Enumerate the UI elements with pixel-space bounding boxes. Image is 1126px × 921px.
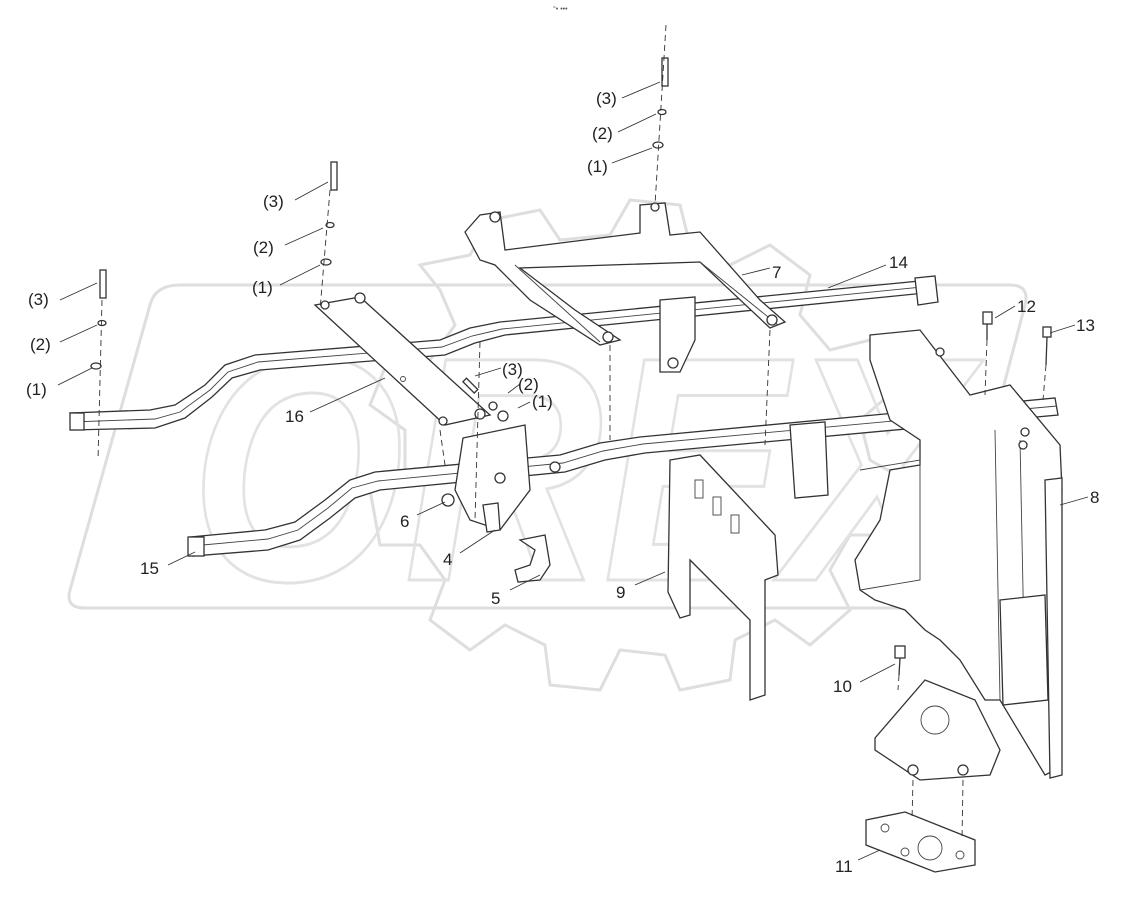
- callout-3-b: (3): [263, 192, 284, 211]
- guide-line: [911, 779, 914, 821]
- callout-1-b: (1): [252, 278, 273, 297]
- bolt-13: [1042, 326, 1052, 401]
- callout-16: 16: [285, 407, 304, 426]
- leader-lines: [57, 81, 1089, 861]
- bolt-stack-b: [319, 161, 338, 311]
- plate-11: [865, 811, 976, 873]
- callout-4: 4: [443, 550, 452, 569]
- plate-16: [313, 292, 492, 426]
- callout-10: 10: [833, 677, 852, 696]
- bolt-stack-d: [462, 377, 509, 422]
- callout-3-a: (3): [28, 290, 49, 309]
- callout-7: 7: [772, 263, 781, 282]
- guide-line: [439, 429, 446, 466]
- bracket-9: [667, 421, 829, 701]
- nut-6: [441, 493, 455, 507]
- header-mark: °• •••: [553, 5, 568, 13]
- watermark-text: OREX: [190, 290, 984, 648]
- callout-3-d: (3): [502, 360, 523, 379]
- callout-2-a: (2): [30, 335, 51, 354]
- callout-8: 8: [1090, 488, 1099, 507]
- bracket-5: [514, 534, 551, 583]
- callout-2-d: (2): [518, 375, 539, 394]
- callout-1-d: (1): [532, 392, 553, 411]
- bracket-4: [454, 424, 561, 533]
- callout-6: 6: [400, 512, 409, 531]
- callout-11: 11: [835, 857, 853, 876]
- callout-15: 15: [140, 559, 159, 578]
- callout-1-c: (1): [587, 157, 608, 176]
- bolt-stack-c: [652, 24, 669, 206]
- base-plate-upper: [874, 679, 1001, 781]
- bolt-10: [894, 645, 906, 691]
- guide-line: [961, 779, 964, 841]
- guide-line: [764, 329, 771, 446]
- callout-5: 5: [491, 589, 500, 608]
- callout-9: 9: [616, 583, 625, 602]
- callout-1-a: (1): [26, 380, 47, 399]
- callout-12: 12: [1017, 297, 1036, 316]
- watermark-logo: OREX: [67, 198, 1028, 692]
- callout-14: 14: [889, 253, 908, 272]
- plate-7: [464, 202, 787, 373]
- bolt-12: [982, 311, 993, 396]
- callout-2-c: (2): [592, 124, 613, 143]
- frame-8: [854, 329, 1063, 779]
- callout-13: 13: [1076, 316, 1095, 335]
- callout-2-b: (2): [253, 238, 274, 257]
- frame-rail-upper: [69, 275, 939, 431]
- bolt-stack-a: [90, 269, 107, 461]
- callout-3-c: (3): [596, 89, 617, 108]
